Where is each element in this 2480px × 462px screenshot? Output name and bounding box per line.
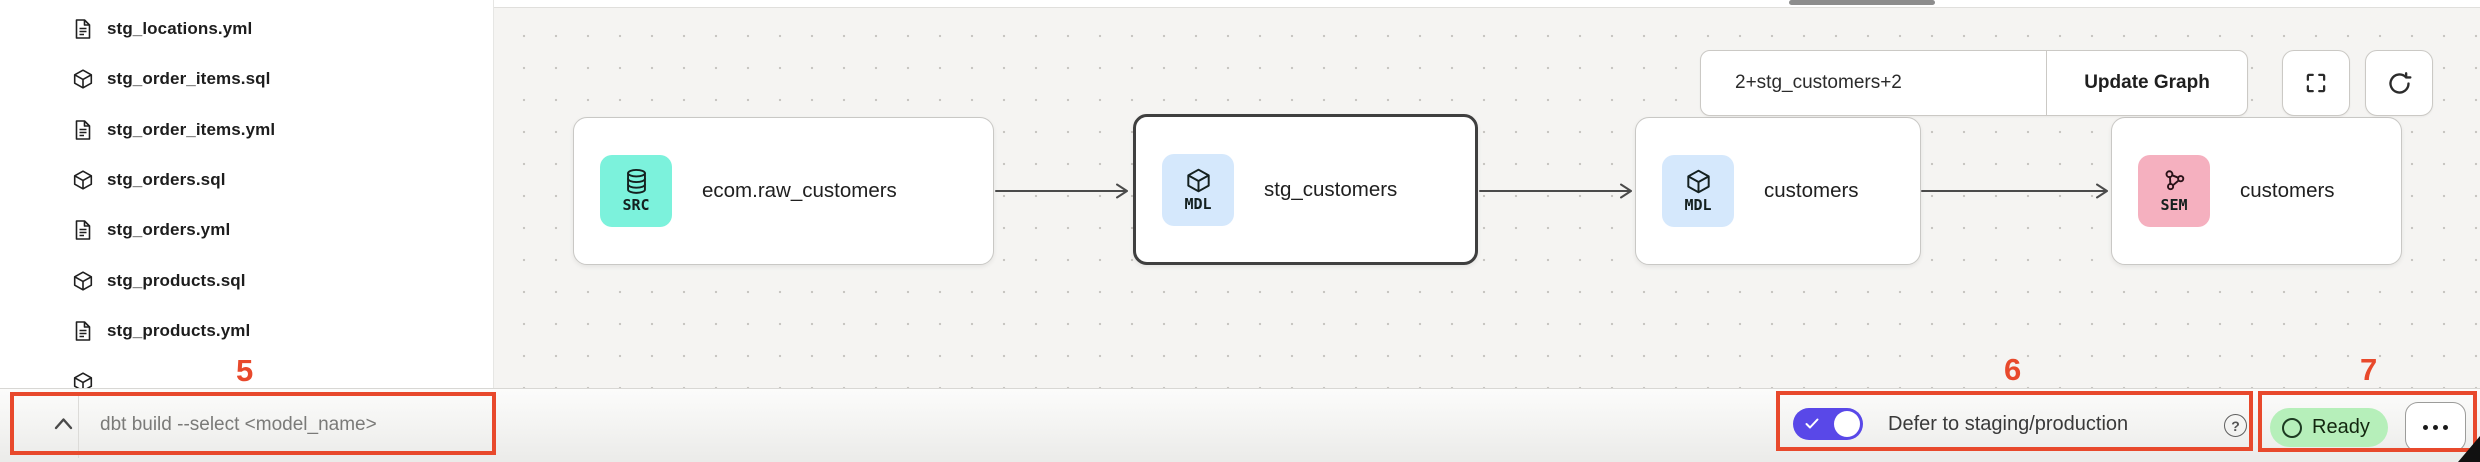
file-name: stg_products.yml bbox=[107, 321, 251, 340]
node-label: customers bbox=[1764, 179, 1859, 202]
source-badge: SRC bbox=[600, 155, 672, 227]
refresh-icon bbox=[2388, 71, 2411, 94]
defer-label: Defer to staging/production bbox=[1888, 413, 2129, 435]
collapse-panel-button[interactable] bbox=[50, 411, 77, 438]
file-row-stg-locations-yml[interactable]: stg_locations.yml bbox=[0, 4, 487, 54]
file-row-stg-products-sql[interactable]: stg_products.sql bbox=[0, 256, 487, 306]
sql-model-icon bbox=[73, 271, 93, 291]
status-circle-icon bbox=[2282, 417, 2302, 438]
badge-label: SRC bbox=[622, 196, 650, 214]
file-row-stg-products-yml[interactable]: stg_products.yml bbox=[0, 306, 487, 356]
yml-file-icon bbox=[75, 220, 91, 240]
ellipsis-icon bbox=[2443, 424, 2448, 430]
cube-icon bbox=[1686, 169, 1710, 194]
yml-file-icon bbox=[75, 321, 91, 341]
semantic-graph-icon bbox=[2165, 170, 2184, 191]
ellipsis-icon bbox=[2423, 424, 2428, 430]
fullscreen-icon bbox=[2306, 73, 2326, 93]
node-stg-customers[interactable]: MDL stg_customers bbox=[1133, 114, 1478, 265]
file-name: stg_locations.yml bbox=[107, 19, 253, 38]
check-icon bbox=[1805, 418, 1819, 429]
semantic-badge: SEM bbox=[2138, 155, 2210, 227]
defer-toggle[interactable] bbox=[1793, 408, 1863, 440]
dbt-command-input[interactable] bbox=[100, 404, 480, 446]
yml-file-icon bbox=[75, 19, 91, 39]
model-badge: MDL bbox=[1162, 153, 1234, 226]
badge-label: SEM bbox=[2160, 196, 2188, 214]
ellipsis-icon bbox=[2433, 424, 2438, 430]
fullscreen-button[interactable] bbox=[2282, 50, 2350, 116]
node-customers-semantic[interactable]: SEM customers bbox=[2111, 117, 2402, 265]
file-name: stg_order_items.yml bbox=[107, 120, 276, 139]
file-row-stg-orders-sql[interactable]: stg_orders.sql bbox=[0, 155, 487, 205]
file-name: stg_order_items.sql bbox=[107, 69, 271, 88]
file-row-stg-orders-yml[interactable]: stg_orders.yml bbox=[0, 205, 487, 255]
file-name: stg_orders.yml bbox=[107, 220, 231, 239]
file-row-clipped[interactable] bbox=[0, 357, 487, 388]
file-tree-sidebar: stg_locations.yml stg_order_items.sql st… bbox=[0, 0, 494, 388]
cube-icon bbox=[1186, 168, 1210, 192]
badge-label: MDL bbox=[1184, 194, 1212, 213]
file-name: stg_products.sql bbox=[107, 271, 246, 290]
file-name: stg_orders.sql bbox=[107, 170, 226, 189]
overflow-menu-button[interactable] bbox=[2405, 402, 2466, 452]
lineage-selector-group: Update Graph bbox=[1700, 50, 2248, 116]
chevron-up-icon bbox=[54, 418, 73, 430]
node-ecom-raw-customers[interactable]: SRC ecom.raw_customers bbox=[573, 117, 994, 265]
badge-label: MDL bbox=[1684, 196, 1712, 214]
horizontal-scrollbar-thumb[interactable] bbox=[1789, 0, 1935, 5]
node-label: stg_customers bbox=[1264, 177, 1398, 201]
sql-model-icon bbox=[73, 69, 93, 89]
sql-model-icon bbox=[73, 170, 93, 190]
refresh-graph-button[interactable] bbox=[2365, 50, 2433, 116]
status-label: Ready bbox=[2312, 416, 2370, 438]
status-badge: Ready bbox=[2270, 408, 2388, 447]
sql-model-icon bbox=[73, 372, 93, 388]
node-label: ecom.raw_customers bbox=[702, 179, 897, 202]
node-label: customers bbox=[2240, 179, 2335, 202]
update-graph-button[interactable]: Update Graph bbox=[2047, 51, 2247, 115]
database-icon bbox=[626, 168, 646, 194]
file-row-stg-order-items-yml[interactable]: stg_order_items.yml bbox=[0, 105, 487, 155]
model-badge: MDL bbox=[1662, 155, 1734, 227]
lineage-selector-input[interactable] bbox=[1701, 51, 2047, 115]
toggle-knob bbox=[1834, 411, 1860, 437]
yml-file-icon bbox=[75, 120, 91, 140]
command-bar-divider bbox=[78, 392, 79, 458]
file-row-stg-order-items-sql[interactable]: stg_order_items.sql bbox=[0, 54, 487, 104]
node-customers-model[interactable]: MDL customers bbox=[1635, 117, 1921, 265]
help-icon[interactable]: ? bbox=[2224, 414, 2247, 437]
